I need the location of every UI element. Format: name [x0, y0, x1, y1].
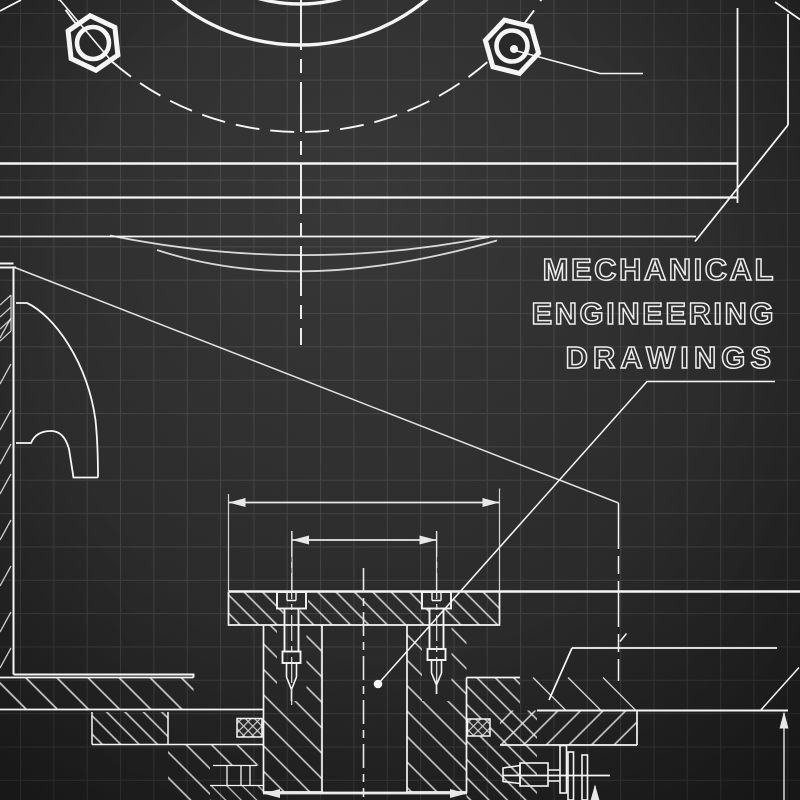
- top-plate-hatched: [228, 591, 500, 625]
- left-band-hatched: [0, 677, 194, 710]
- lower-left-hatched: [168, 744, 263, 800]
- flange-rim-arc-1: [109, 234, 490, 257]
- bolt-right-tip: [430, 660, 443, 694]
- dimension-plate-width: [227, 488, 501, 591]
- dimension-fitting-vertical: [590, 784, 600, 800]
- left-band-outline: [0, 676, 263, 711]
- bolt-right-shank: [428, 608, 445, 649]
- dimensions: [227, 488, 789, 800]
- cam-profile-curve: [16, 302, 99, 478]
- arrow-up-icon: [590, 784, 600, 800]
- arrow-left-icon: [228, 498, 246, 507]
- right-block-hatched: [500, 710, 637, 745]
- arrow-left-icon: [292, 535, 309, 545]
- hex-nut-left: [59, 0, 121, 74]
- left-column-hatched: [263, 625, 322, 792]
- cam-profile-hump: [16, 430, 98, 479]
- right-part-edges: [466, 647, 777, 746]
- top-left-corner-line: [0, 0, 22, 12]
- dimension-bottom-width: [263, 789, 467, 798]
- arrow-right-icon: [419, 535, 437, 545]
- left-thread-steps: [0, 294, 12, 342]
- bolt-right-slot: [431, 592, 442, 602]
- hex-nut-left-body: [65, 12, 121, 74]
- sparse-hatch-right: [532, 677, 637, 711]
- dimension-right-vertical: [779, 711, 789, 800]
- flange-outer-arc: [171, 0, 429, 47]
- hex-nut-right-center-dot: [510, 45, 518, 53]
- o-ring-left: [236, 717, 263, 738]
- arrow-right-icon: [450, 789, 467, 798]
- top-view-flange: [0, 0, 800, 345]
- bottom-fitting: [502, 744, 610, 800]
- arrow-up-icon: [779, 711, 789, 729]
- hex-nut-right: [482, 17, 643, 77]
- text-leader-line: [377, 380, 775, 685]
- small-tick: [619, 633, 628, 642]
- arrow-left-icon: [263, 789, 280, 798]
- step-strip-hatched: [210, 785, 263, 800]
- hex-nut-left-leader-line: [59, 0, 114, 64]
- corner-diagonal-bottom-right: [759, 666, 800, 712]
- columns-outline: [262, 625, 468, 794]
- bolt-left-tip: [285, 663, 298, 701]
- section-view: [0, 590, 800, 800]
- o-ring-right: [466, 718, 491, 737]
- text-leader-dot: [373, 679, 383, 689]
- flange-inner-arc: [257, 0, 343, 6]
- left-block-outline: [91, 712, 263, 746]
- title-line-1: MECHANICAL: [543, 252, 776, 287]
- hex-nut-right-hole: [494, 28, 530, 64]
- bolt-left-shank: [283, 608, 300, 652]
- title-block: MECHANICAL ENGINEERING DRAWINGS: [531, 251, 777, 376]
- title-line-2: ENGINEERING: [531, 296, 776, 331]
- hex-nut-left-hole: [74, 24, 112, 62]
- construction-lines: [13, 266, 800, 712]
- band-right-end: [694, 1, 800, 243]
- body-bottom-edge: [13, 673, 195, 678]
- step-lines: [210, 764, 263, 787]
- bolt-left-slot: [286, 592, 297, 602]
- flange-rim-arc-2: [156, 239, 498, 273]
- arrow-right-icon: [482, 498, 500, 507]
- left-block-hatched: [92, 712, 168, 745]
- title-line-3: DRAWINGS: [566, 340, 777, 375]
- right-column-hatched: [407, 625, 467, 792]
- long-diagonal-line: [13, 266, 619, 504]
- left-wall-hatch: [0, 317, 12, 669]
- hex-nut-right-leader-line: [516, 50, 643, 75]
